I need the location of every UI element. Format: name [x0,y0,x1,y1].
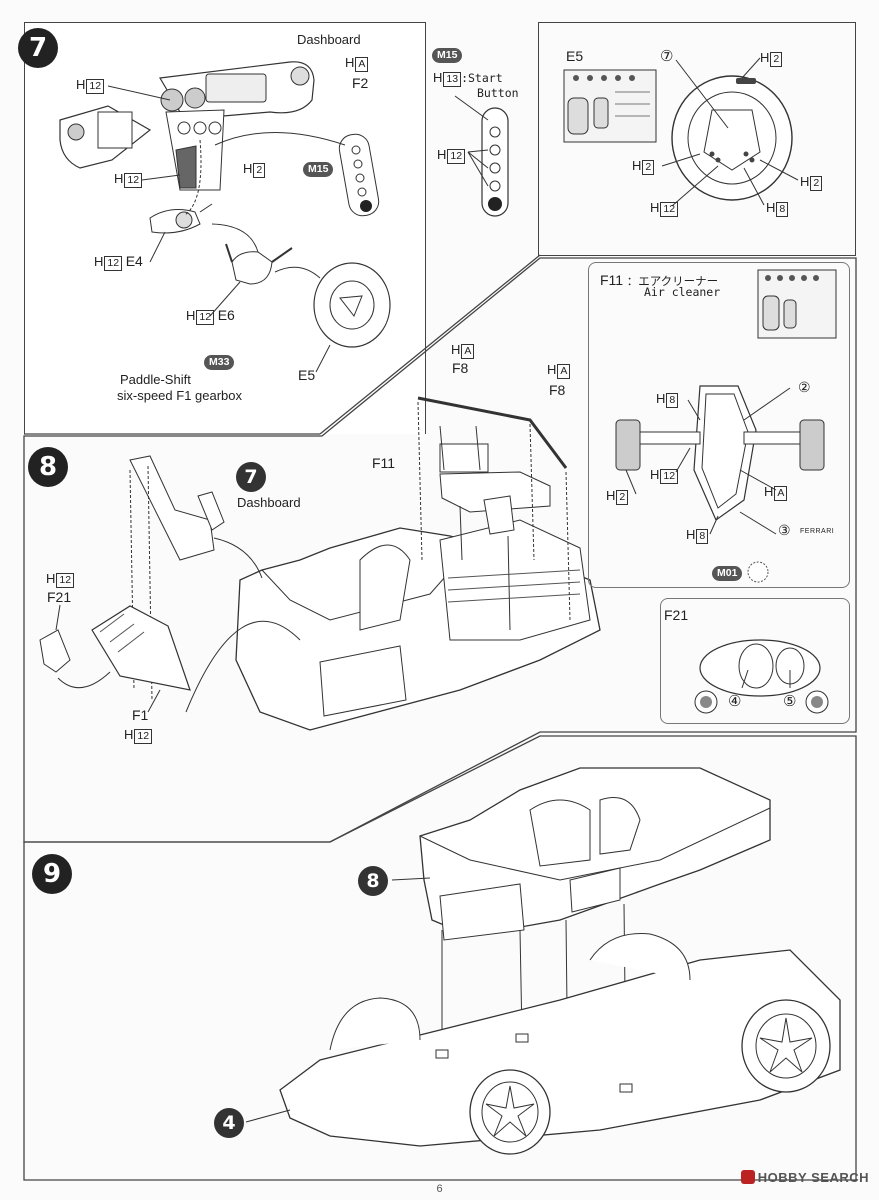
air-ferrari-decal: FERRARI [800,528,835,535]
start-m15-paint: M15 [432,48,463,63]
air-num3: ③ [778,522,791,538]
page-number: 6 [436,1183,443,1195]
step8-ref7: 7 [236,462,266,492]
step7-m33-paint: M33 [204,355,235,370]
wheel-num7: ⑦ [660,48,674,65]
watermark: HOBBY SEARCH [740,1170,869,1185]
hobby-search-logo-icon [740,1170,755,1184]
air-num2: ② [798,379,811,395]
step9-number: 9 [32,854,72,894]
step8-f8-2: F8 [549,382,566,398]
step8-f21: F21 [47,589,72,605]
start-button-label: Button [477,86,519,100]
step8-f8-1: F8 [452,360,469,376]
f21-num5: ⑤ [783,693,797,710]
f21-label: F21 [664,607,689,623]
step8-number: 8 [28,447,68,487]
f21-num4: ④ [728,693,742,710]
step7-e5-label: E5 [298,367,316,383]
air-f11-label: F11 ：エアクリーナー [600,272,719,288]
step9-ref8: 8 [358,866,388,896]
step7-f2-label: F2 [352,75,369,91]
wheel-panel [538,22,856,256]
step7-m15-paint: M15 [303,162,334,177]
step7-dashboard-label: Dashboard [297,32,361,47]
step8-f1: F1 [132,707,149,723]
air-cleaner-label: Air cleaner [644,285,721,299]
air-m01-paint: M01 [712,566,743,581]
wheel-e5-label: E5 [566,48,584,64]
step8-f11: F11 [372,455,396,471]
step8-dashboard-label: Dashboard [237,495,301,510]
f21-panel [660,598,850,724]
paddle-shift-label: Paddle-Shift [120,372,191,387]
air-cleaner-panel [588,262,850,588]
step7-number: 7 [18,28,58,68]
gearbox-label: six-speed F1 gearbox [117,388,243,403]
step9-ref4: 4 [214,1108,244,1138]
